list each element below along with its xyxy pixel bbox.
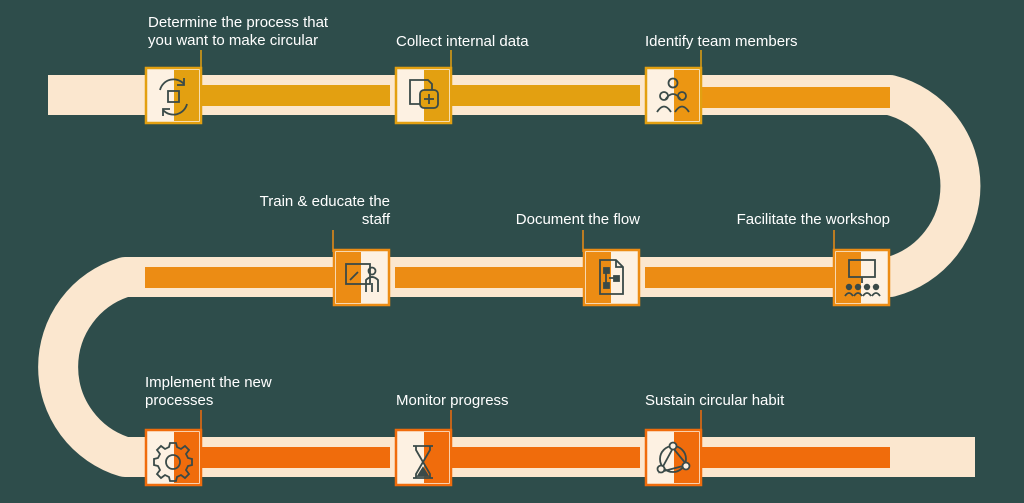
bar-collect bbox=[424, 85, 640, 106]
step-label-determine: Determine the process that you want to m… bbox=[148, 14, 328, 50]
step-label-sustain: Sustain circular habit bbox=[645, 392, 784, 410]
step-tile-document bbox=[582, 248, 641, 307]
step-label-line: Determine the process that bbox=[148, 14, 329, 31]
cycle-arrows-icon bbox=[159, 78, 188, 116]
teacher-board-icon bbox=[345, 263, 379, 292]
step-label-line: Implement the new bbox=[145, 374, 272, 391]
step-label-line: Facilitate the workshop bbox=[736, 211, 890, 228]
step-label-collect: Collect internal data bbox=[396, 33, 529, 51]
bar-monitor bbox=[424, 447, 640, 468]
row2-bars bbox=[145, 267, 861, 288]
bar-document bbox=[395, 267, 611, 288]
bar-train bbox=[145, 267, 361, 288]
step-label-line: processes bbox=[145, 392, 214, 409]
step-label-line: Collect internal data bbox=[396, 33, 529, 50]
step-label-identify: Identify team members bbox=[645, 33, 798, 51]
bar-determine bbox=[174, 85, 390, 106]
gear-icon bbox=[153, 442, 193, 482]
step-tile-train bbox=[332, 248, 391, 307]
flow-document-icon bbox=[599, 259, 624, 295]
step-label-line: Train & educate the bbox=[259, 193, 390, 210]
bar-sustain bbox=[674, 447, 890, 468]
bar-implement bbox=[174, 447, 390, 468]
step-tile-facilitate bbox=[832, 248, 891, 307]
presentation-audience-icon bbox=[844, 259, 881, 297]
step-tile-determine bbox=[144, 66, 203, 125]
step-label-facilitate: Facilitate the workshop bbox=[690, 211, 890, 229]
step-label-line: Identify team members bbox=[645, 33, 798, 50]
bar-facilitate bbox=[645, 267, 861, 288]
step-label-implement: Implement the new processes bbox=[145, 374, 272, 410]
step-label-line: you want to make circular bbox=[148, 32, 319, 49]
hourglass-icon bbox=[413, 445, 433, 479]
step-label-line: Document the flow bbox=[515, 211, 640, 228]
step-tile-identify bbox=[644, 66, 703, 125]
row3-bars bbox=[174, 447, 890, 468]
bar-identify bbox=[674, 87, 890, 108]
row1-bars bbox=[174, 85, 890, 108]
step-label-monitor: Monitor progress bbox=[396, 392, 509, 410]
document-add-icon bbox=[409, 79, 439, 109]
step-label-document: Document the flow bbox=[440, 211, 640, 229]
label-connectors bbox=[200, 50, 835, 432]
step-tile-monitor bbox=[394, 428, 453, 487]
step-label-line: staff bbox=[361, 211, 390, 228]
step-tile-sustain bbox=[644, 428, 703, 487]
step-label-line: Monitor progress bbox=[396, 392, 509, 409]
step-label-train: Train & educate the staff bbox=[190, 193, 390, 229]
cycle-nodes-icon bbox=[656, 441, 691, 474]
team-people-icon bbox=[656, 77, 690, 113]
step-tile-implement bbox=[144, 428, 203, 487]
step-label-line: Sustain circular habit bbox=[645, 392, 785, 409]
step-tile-collect bbox=[394, 66, 453, 125]
